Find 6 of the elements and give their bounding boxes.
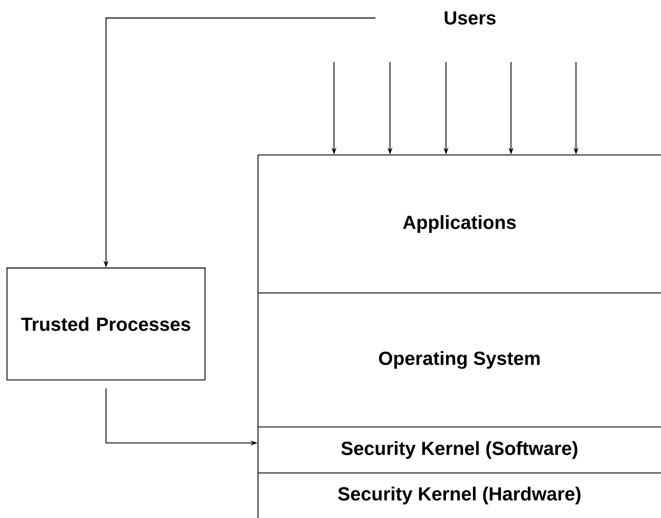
layer-band: Applications [258,154,661,294]
users-label: Users [444,11,496,25]
layer-band: Security Kernel (Software) [258,426,661,474]
layer-band: Security Kernel (Hardware) [258,472,661,518]
layer-band: Operating System [258,292,661,428]
process-box: Trusted Processes [6,268,206,380]
